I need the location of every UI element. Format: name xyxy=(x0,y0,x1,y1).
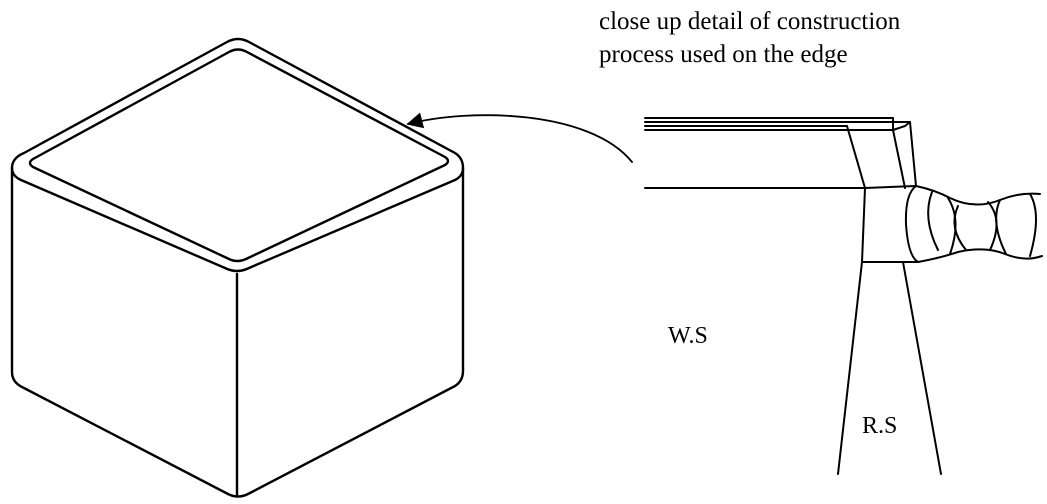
seam-allowance xyxy=(846,117,917,189)
band-right-wall xyxy=(902,261,942,475)
piping-ring xyxy=(28,48,450,263)
band-tube-right xyxy=(904,185,919,263)
twisted-cord xyxy=(915,185,1043,263)
cube-top-edge xyxy=(10,166,465,273)
caption-line-1: close up detail of construction xyxy=(599,8,901,35)
cube-outline xyxy=(10,37,465,498)
band-left-wall xyxy=(837,261,863,475)
cushion-cube xyxy=(10,37,465,498)
caption-line-2: process used on the edge xyxy=(599,41,848,68)
wrong-side-label: W.S xyxy=(668,323,708,349)
edge-closeup xyxy=(644,117,1043,475)
right-side-label: R.S xyxy=(862,413,897,439)
pointer-arrow xyxy=(406,112,633,163)
